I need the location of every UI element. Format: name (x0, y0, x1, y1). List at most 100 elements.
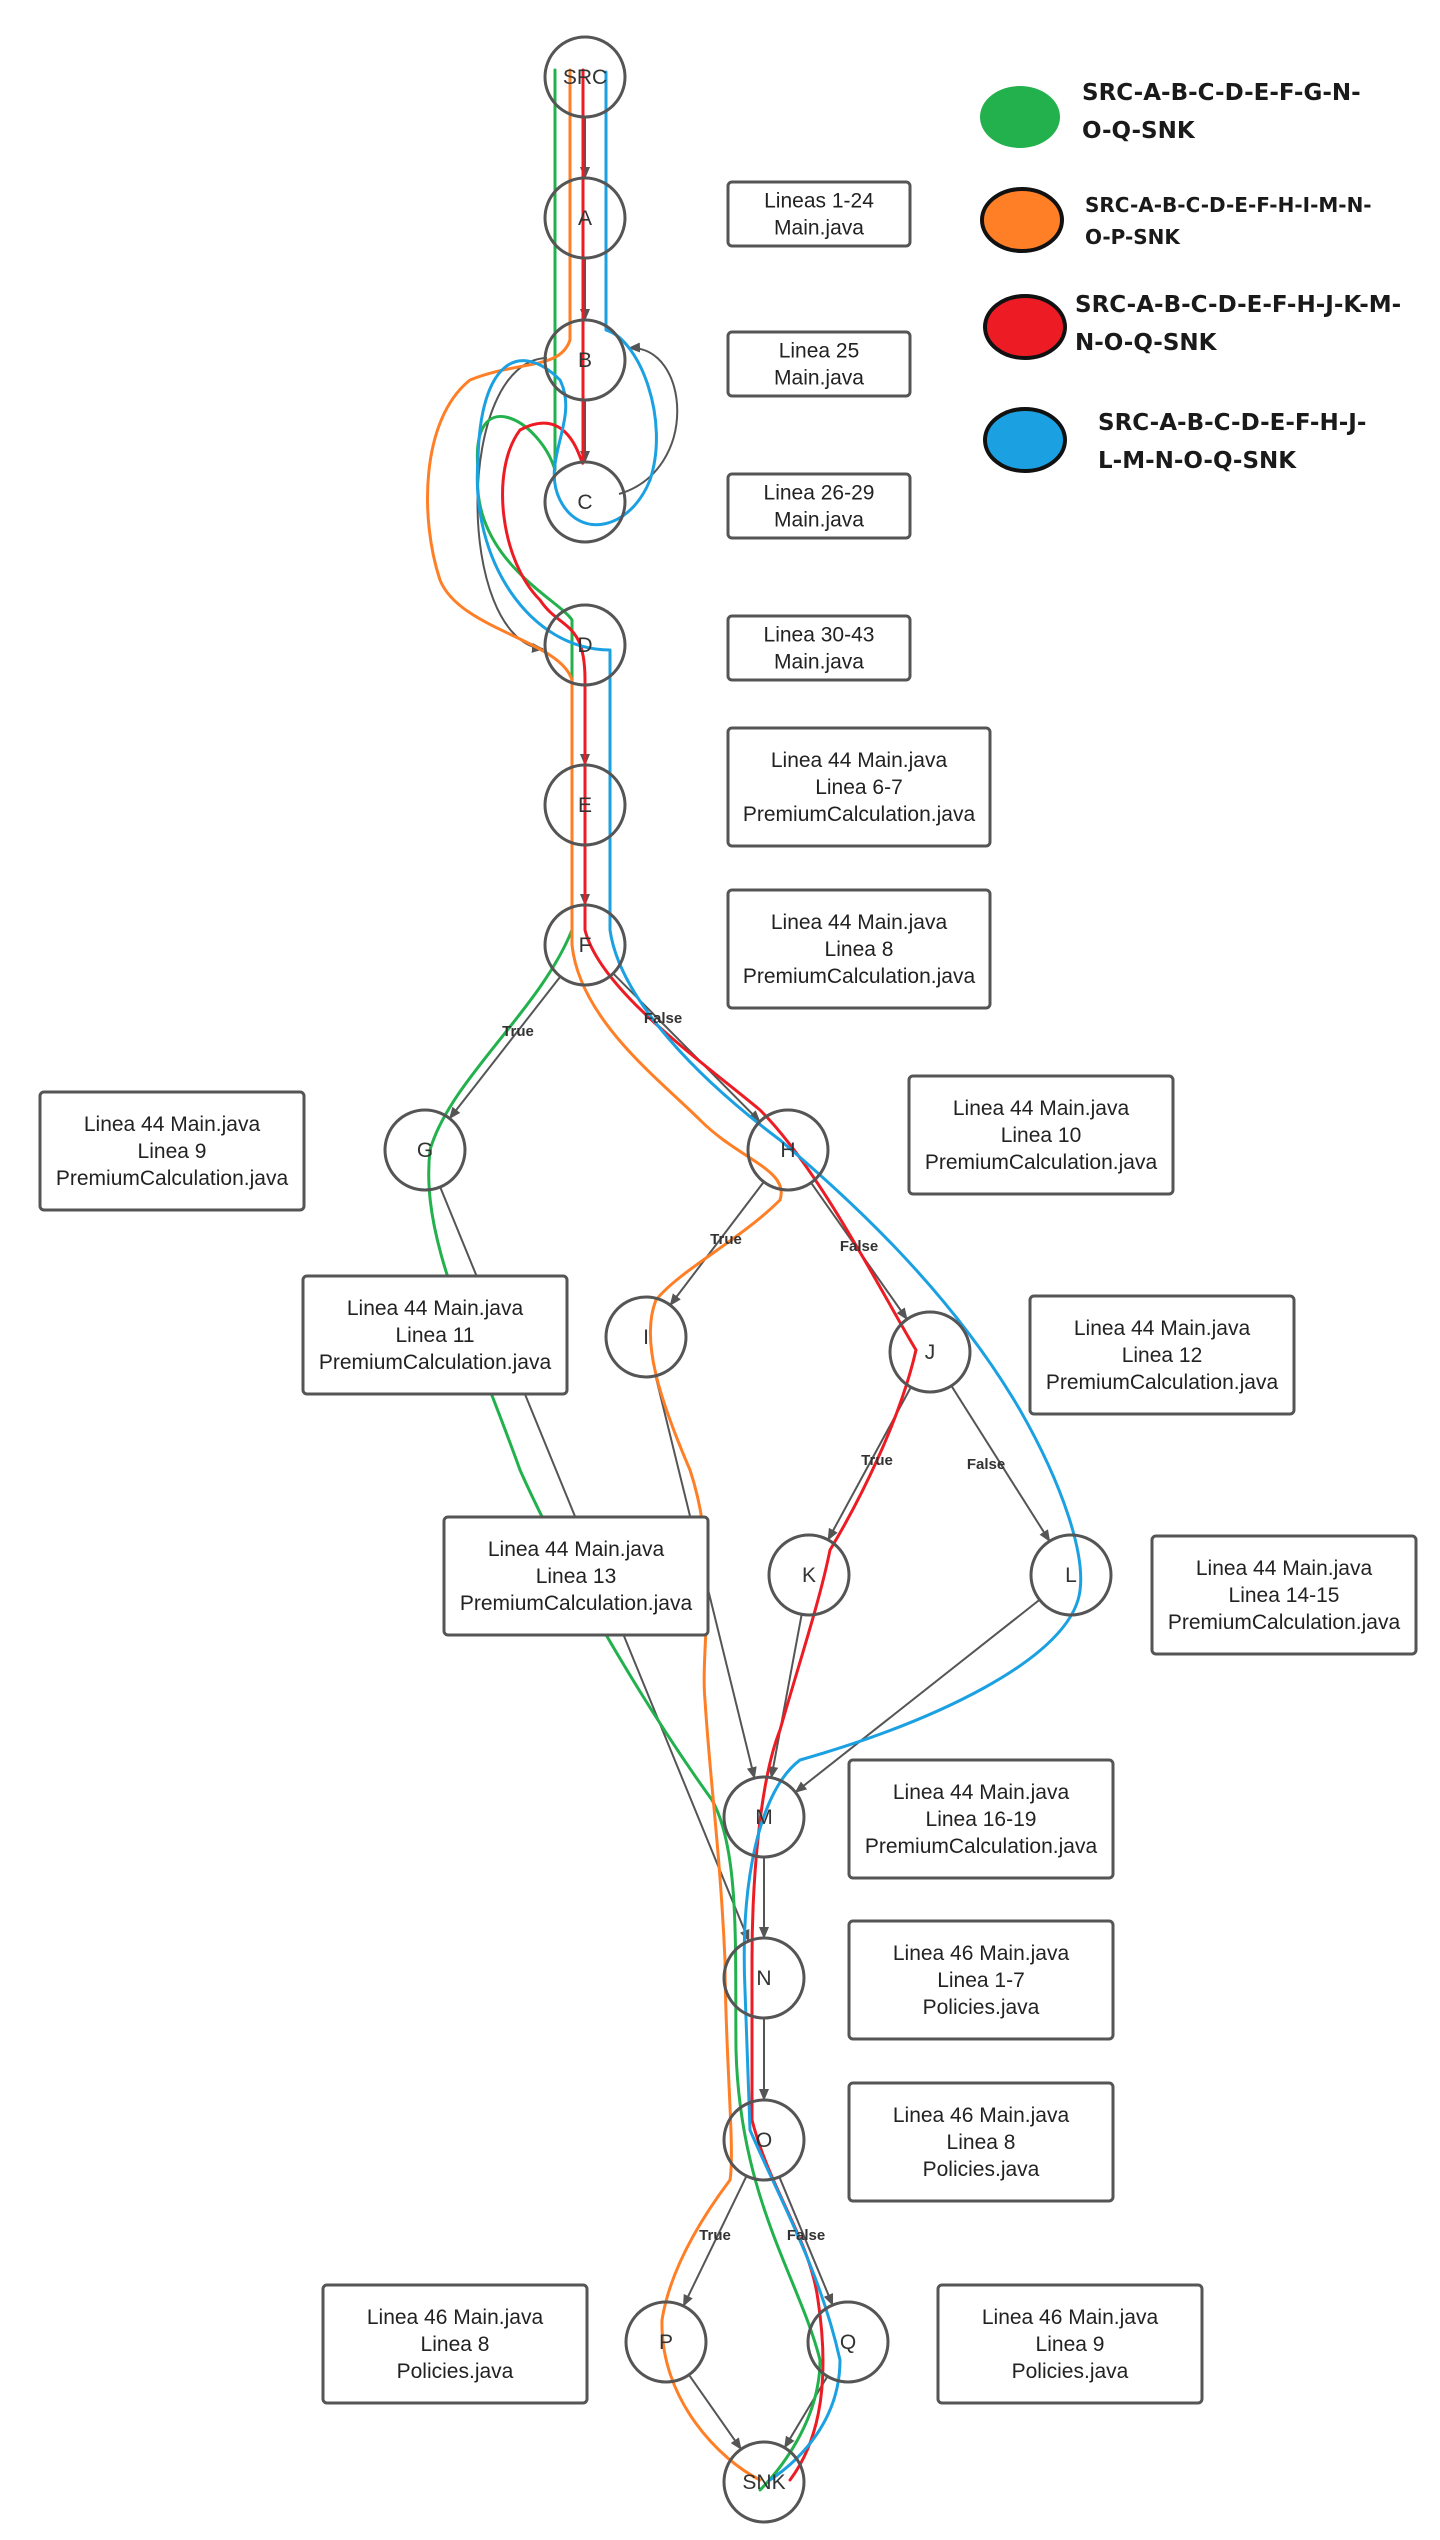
info-box-line: Linea 44 Main.java (771, 911, 948, 934)
info-box-frame (847, 1919, 1115, 2041)
legend-swatch (980, 86, 1060, 148)
legend-path-label: SRC-A-B-C-D-E-F-H-J-K-M- (1075, 292, 1401, 318)
info-box-line: Lineas 1-24 (764, 190, 874, 213)
info-box-line: Linea 44 Main.java (771, 749, 948, 772)
legend-swatch (983, 407, 1067, 473)
info-box-frame (1150, 1534, 1418, 1656)
node-circle-m (722, 1775, 806, 1859)
node-g: G (383, 1108, 467, 1192)
node-circle-d (543, 603, 627, 687)
info-box-line: PremiumCalculation.java (56, 1167, 289, 1190)
node-m: M (722, 1775, 806, 1859)
node-label-q: Q (840, 2331, 856, 2354)
info-box-line: Linea 1-7 (937, 1969, 1025, 1992)
node-j: J (888, 1310, 972, 1394)
legend-item-1: SRC-A-B-C-D-E-F-G-N-O-Q-SNK (980, 80, 1361, 148)
info-box-line: Linea 44 Main.java (488, 1538, 665, 1561)
edge-h-i (669, 1181, 765, 1306)
node-circle-j (888, 1310, 972, 1394)
info-box-frame (301, 1274, 569, 1396)
info-box-line: Linea 11 (395, 1324, 474, 1347)
node-label-b: B (578, 349, 592, 372)
legend-path-label: SRC-A-B-C-D-E-F-H-J- (1098, 410, 1366, 436)
node-q: Q (806, 2300, 890, 2384)
info-box-line: Linea 44 Main.java (893, 1781, 1070, 1804)
edge-c-b (618, 342, 679, 495)
node-label-k: K (802, 1564, 816, 1587)
legend-path-label: SRC-A-B-C-D-E-F-G-N- (1082, 80, 1361, 106)
edge-label-o-q: False (787, 2227, 825, 2244)
info-box-line: Policies.java (397, 2360, 514, 2383)
node-circle-q (806, 2300, 890, 2384)
info-box-line: Linea 25 (779, 340, 860, 363)
edge-k-m (768, 1614, 803, 1779)
info-box-frame (321, 2283, 589, 2405)
info-box-line: Linea 10 (1001, 1124, 1082, 1147)
info-box-frame (907, 1074, 1175, 1196)
node-label-m: M (755, 1806, 773, 1829)
node-circle-i (604, 1295, 688, 1379)
info-box-line: PremiumCalculation.java (1046, 1371, 1279, 1394)
node-label-src: SRC (563, 66, 607, 89)
node-circle-b (543, 318, 627, 402)
node-circle-l (1029, 1533, 1113, 1617)
legend: SRC-A-B-C-D-E-F-G-N-O-Q-SNKSRC-A-B-C-D-E… (980, 80, 1401, 474)
info-box-line: Linea 8 (947, 2131, 1016, 2154)
edge-j-l (950, 1385, 1051, 1543)
edge-p-snk (688, 2374, 742, 2451)
node-label-p: P (659, 2331, 673, 2354)
info-box-line: PremiumCalculation.java (865, 1835, 1098, 1858)
info-box-frame (726, 888, 992, 1010)
info-box-line: Linea 44 Main.java (1074, 1317, 1251, 1340)
edge-label-j-l: False (967, 1456, 1005, 1473)
edge-label-f-h: False (644, 1010, 682, 1027)
node-circle-g (383, 1108, 467, 1192)
info-box-frame (726, 614, 912, 682)
info-box-line: Linea 46 Main.java (893, 2104, 1070, 2127)
node-circle-p (624, 2300, 708, 2384)
legend-item-2: SRC-A-B-C-D-E-F-H-I-M-N-O-P-SNK (980, 187, 1372, 253)
node-c: C (543, 460, 627, 544)
info-box-line: Linea 46 Main.java (367, 2306, 544, 2329)
node-e: E (543, 763, 627, 847)
node-o: O (722, 2098, 806, 2182)
legend-item-3: SRC-A-B-C-D-E-F-H-J-K-M-N-O-Q-SNK (983, 292, 1401, 360)
node-label-snk: SNK (742, 2471, 785, 2494)
node-circle-e (543, 763, 627, 847)
info-box-line: PremiumCalculation.java (319, 1351, 552, 1374)
info-box-line: Linea 8 (825, 938, 894, 961)
node-n: N (722, 1936, 806, 2020)
node-d: D (543, 603, 627, 687)
info-box-line: Main.java (774, 367, 864, 390)
edge-q-snk (783, 2375, 829, 2449)
node-circle-f (543, 903, 627, 987)
info-box-frame (726, 330, 912, 398)
info-box-line: Policies.java (1012, 2360, 1129, 2383)
edge-b-d (476, 357, 548, 653)
info-box-line: Linea 46 Main.java (982, 2306, 1159, 2329)
info-box-frame (847, 2081, 1115, 2203)
info-box-line: Main.java (774, 217, 864, 240)
info-box-line: Linea 46 Main.java (893, 1942, 1070, 1965)
node-circle-snk (722, 2440, 806, 2524)
node-label-i: I (643, 1326, 649, 1349)
info-box-line: Linea 12 (1122, 1344, 1203, 1367)
info-box-line: Linea 6-7 (815, 776, 903, 799)
edge-label-h-i: True (710, 1231, 742, 1248)
node-p: P (624, 2300, 708, 2384)
edge-label-o-p: True (699, 2227, 731, 2244)
info-box-frame (726, 180, 912, 248)
legend-swatch (980, 187, 1064, 253)
node-label-o: O (756, 2129, 772, 2152)
edge-f-g (448, 975, 562, 1120)
